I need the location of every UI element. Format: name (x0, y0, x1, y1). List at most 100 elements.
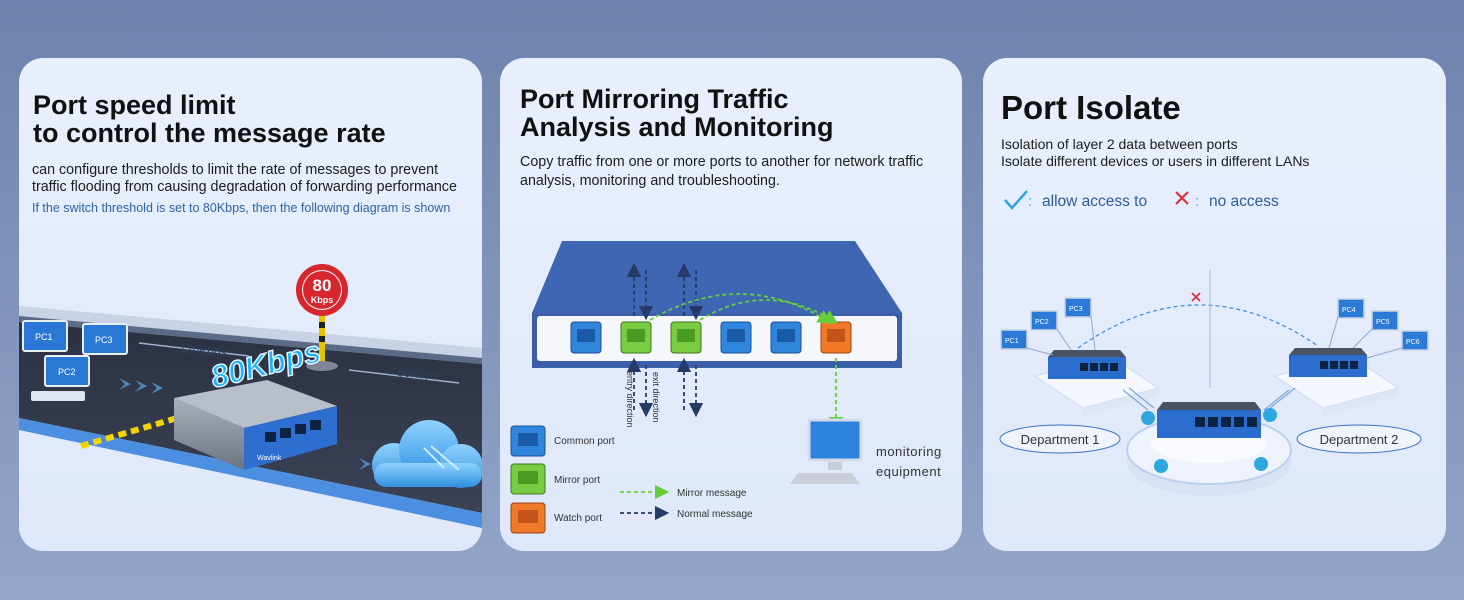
card-title: Port Isolate (1001, 89, 1181, 126)
department-1-label: Department 1 (1021, 432, 1100, 447)
platform-right-edge (1323, 388, 1398, 416)
mirror-port (620, 321, 652, 354)
road-edge-glow (19, 418, 482, 528)
pc-label: PC2 (58, 367, 76, 377)
pc-label: PC3 (1069, 306, 1083, 313)
road-rail-top-edge (19, 316, 482, 364)
card-description: can configure thresholds to limit the ra… (32, 162, 457, 196)
legend-watch: Watch port (510, 502, 602, 534)
no-access-icon (1191, 292, 1201, 302)
check-icon (1004, 190, 1028, 210)
title-line-1: Port speed limit (33, 90, 236, 120)
allow-label: allow access to (1042, 193, 1147, 210)
speed-sign-inner (303, 271, 341, 309)
desc-line-2: Isolate different devices or users in di… (1001, 153, 1310, 169)
pc-monitor: PC2 (1030, 310, 1058, 331)
pc-monitor: PC5 (1371, 310, 1399, 331)
network-switch: Wavlink (174, 380, 337, 470)
department-1-badge (999, 424, 1121, 454)
switch-right (1289, 348, 1367, 377)
mirror-message-arrows (649, 293, 844, 432)
pc-monitor: PC1 (22, 320, 68, 352)
department-2-badge (1296, 424, 1422, 454)
sign-unit: Kbps (311, 295, 334, 305)
entry-direction-label: entry direction (625, 371, 635, 428)
lane-arrow-line (348, 369, 460, 384)
monitoring-label-1: monitoring (876, 444, 942, 459)
pc-monitor: PC3 (82, 323, 128, 355)
common-port (770, 321, 802, 354)
watch-port (820, 321, 852, 354)
port-isolate-card: Port Isolate Isolation of layer 2 data b… (983, 58, 1446, 551)
pc-label: PC4 (1342, 307, 1356, 314)
card-title: Port Mirroring Traffic Analysis and Moni… (520, 85, 834, 142)
legend-mirror: Mirror port (510, 463, 600, 495)
switch-center (1157, 402, 1261, 438)
desc-line-2: traffic flooding from causing degradatio… (32, 179, 457, 195)
platform-left-edge (1083, 388, 1158, 416)
legend-normal-message-label: Normal message (677, 509, 753, 520)
port-isolate-diagram: : allow access to : no access (999, 190, 1429, 496)
exit-direction-label: exit direction (651, 372, 661, 423)
normal-message-arrows (626, 262, 704, 418)
pc-label: PC6 (1406, 339, 1420, 346)
department-2-label: Department 2 (1320, 432, 1399, 447)
legend-common: Common port (510, 425, 615, 457)
road-rail-top (19, 306, 482, 358)
cloud-icon (372, 420, 482, 488)
legend-common-label: Common port (554, 436, 615, 447)
mirror-port (670, 321, 702, 354)
pc-label: PC5 (1376, 319, 1390, 326)
title-line-1: Port Mirroring Traffic (520, 84, 789, 114)
pc-monitor: PC1 (1000, 329, 1028, 350)
desc-line-1: Isolation of layer 2 data between ports (1001, 136, 1238, 152)
isolation-arc (1077, 304, 1319, 349)
check-badges (1141, 408, 1277, 473)
port-mirroring-card: Port Mirroring Traffic Analysis and Moni… (500, 58, 962, 551)
sign-pole-stripe (319, 322, 325, 328)
threshold-note: If the switch threshold is set to 80Kbps… (32, 201, 451, 215)
card-description: Isolation of layer 2 data between ports … (1001, 136, 1309, 170)
speed-limit-illustration: 120Kbps 80Kbps PC1 PC3 PC2 (19, 264, 482, 528)
pc-monitor: PC6 (1401, 330, 1429, 351)
legend-mirror-message-label: Mirror message (677, 488, 747, 499)
desc-line-1: Copy traffic from one or more ports to a… (520, 154, 924, 170)
legend-mirror-label: Mirror port (554, 475, 600, 486)
speed-out-label: 80Kbps (397, 365, 439, 382)
legend-watch-label: Watch port (554, 513, 602, 524)
pc-label: PC1 (1005, 338, 1019, 345)
switch-left (1048, 350, 1126, 379)
pc-label: PC1 (35, 332, 53, 342)
port-speed-limit-card: Port speed limit to control the message … (19, 58, 482, 551)
connector-lines (1122, 387, 1296, 411)
switch-brand: Wavlink (257, 455, 282, 462)
card-description: Copy traffic from one or more ports to a… (520, 153, 923, 191)
lane-arrow-line (138, 342, 250, 357)
desc-line-1: can configure thresholds to limit the ra… (32, 162, 439, 178)
pc-label: PC2 (1035, 319, 1049, 326)
legend-colon: : (1028, 193, 1032, 210)
card-title: Port speed limit to control the message … (33, 91, 386, 148)
speed-in-label: 120Kbps (179, 341, 227, 359)
deny-label: no access (1209, 193, 1279, 210)
cross-icon (1175, 191, 1189, 205)
pc-links (1026, 315, 1403, 359)
desc-line-2: analysis, monitoring and troubleshooting… (520, 173, 780, 189)
pc-monitor: PC4 (1337, 298, 1365, 319)
sign-base (306, 361, 338, 371)
pc-label: PC3 (95, 335, 113, 345)
common-port (720, 321, 752, 354)
monitoring-label-2: equipment (876, 464, 941, 479)
pc-monitor: PC2 (31, 355, 90, 401)
pc-monitor: PC3 (1064, 297, 1092, 318)
title-line-2: Analysis and Monitoring (520, 112, 834, 143)
title-line-2: to control the message rate (33, 118, 386, 149)
monitoring-computer-icon (790, 418, 863, 484)
switch-top (532, 241, 902, 313)
port-mirroring-diagram: entry direction exit direction monitorin… (510, 241, 942, 534)
keyboard (31, 391, 85, 401)
sign-pole-stripe (319, 336, 325, 342)
legend-colon: : (1195, 193, 1199, 210)
sign-value: 80 (313, 276, 332, 295)
common-port (570, 321, 602, 354)
